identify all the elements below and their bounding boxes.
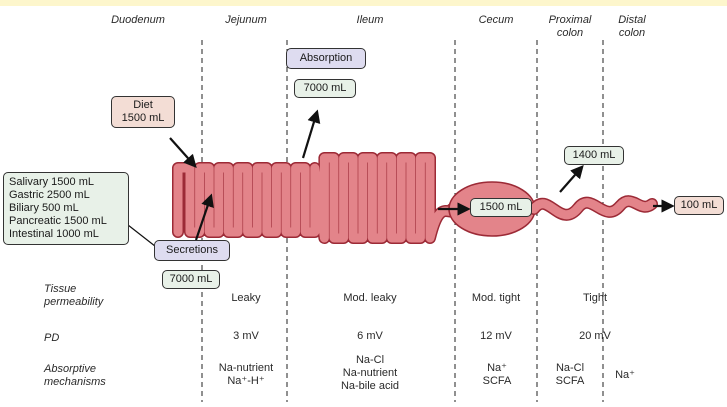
mechanisms-ileum: Na-Cl Na-nutrient Na-bile acid [312, 354, 428, 393]
segment-label-proximal-colon: Proximal colon [537, 14, 603, 40]
row-label-tissue-permeability-line1: Tissue [44, 283, 103, 296]
mechanisms-proximal-colon: Na-Cl SCFA [541, 362, 599, 388]
segment-label-distal-colon-line1: Distal [606, 14, 658, 27]
segment-label-duodenum: Duodenum [104, 14, 172, 27]
secretion-sources-box: Salivary 1500 mL Gastric 2500 mL Biliary… [3, 172, 129, 245]
absorption-box: Absorption [286, 48, 366, 69]
permeability-jejunum: Leaky [212, 292, 280, 305]
mechanism-ileum-1: Na-Cl [312, 354, 428, 367]
mechanism-jejunum-2: Na⁺-H⁺ [206, 375, 286, 388]
row-label-tissue-permeability-line2: permeability [44, 296, 103, 309]
segment-label-proximal-colon-line1: Proximal [537, 14, 603, 27]
diet-volume: 1500 mL [116, 112, 170, 125]
segment-label-distal-colon: Distal colon [606, 14, 658, 40]
diet-arrow [170, 138, 195, 166]
permeability-cecum: Mod. tight [458, 292, 534, 305]
colon-absorption-arrow [560, 167, 582, 192]
segment-label-cecum: Cecum [468, 14, 524, 27]
permeability-colon: Tight [560, 292, 630, 305]
mechanisms-jejunum: Na-nutrient Na⁺-H⁺ [206, 362, 286, 388]
mechanism-proximal-colon-1: Na-Cl [541, 362, 599, 375]
source-pancreatic: Pancreatic 1500 mL [9, 215, 123, 228]
segment-label-jejunum: Jejunum [212, 14, 280, 27]
mechanisms-cecum: Na⁺ SCFA [462, 362, 532, 388]
secretions-volume-box: 7000 mL [162, 270, 220, 289]
mechanism-proximal-colon-2: SCFA [541, 375, 599, 388]
pd-jejunum: 3 mV [212, 330, 280, 343]
fecal-output-volume-box: 100 mL [674, 196, 724, 215]
permeability-ileum: Mod. leaky [312, 292, 428, 305]
mechanism-cecum-2: SCFA [462, 375, 532, 388]
row-label-absorptive-mechanisms-line1: Absorptive [44, 363, 106, 376]
secretions-box: Secretions [154, 240, 230, 261]
diet-box: Diet 1500 mL [111, 96, 175, 128]
mechanism-cecum-1: Na⁺ [462, 362, 532, 375]
pd-ileum: 6 mV [312, 330, 428, 343]
row-label-tissue-permeability: Tissue permeability [44, 283, 103, 309]
segment-label-proximal-colon-line2: colon [537, 27, 603, 40]
mechanism-jejunum-1: Na-nutrient [206, 362, 286, 375]
source-salivary: Salivary 1500 mL [9, 176, 123, 189]
source-gastric: Gastric 2500 mL [9, 189, 123, 202]
source-biliary: Biliary 500 mL [9, 202, 123, 215]
source-intestinal: Intestinal 1000 mL [9, 228, 123, 241]
intestine-coil-fill [178, 158, 476, 238]
cecum-volume-box: 1500 mL [470, 198, 532, 217]
segment-label-distal-colon-line2: colon [606, 27, 658, 40]
mechanism-distal-colon: Na⁺ [606, 369, 644, 382]
small-intestine-absorption-volume: 7000 mL [294, 79, 356, 98]
diet-label: Diet [116, 99, 170, 112]
colon-absorption-volume-box: 1400 mL [564, 146, 624, 165]
absorption-arrow [303, 112, 317, 158]
segment-label-ileum: Ileum [340, 14, 400, 27]
pd-colon: 20 mV [560, 330, 630, 343]
row-label-absorptive-mechanisms-line2: mechanisms [44, 376, 106, 389]
mechanism-ileum-3: Na-bile acid [312, 380, 428, 393]
row-label-absorptive-mechanisms: Absorptive mechanisms [44, 363, 106, 389]
pd-cecum: 12 mV [458, 330, 534, 343]
mechanism-ileum-2: Na-nutrient [312, 367, 428, 380]
row-label-pd: PD [44, 332, 59, 345]
